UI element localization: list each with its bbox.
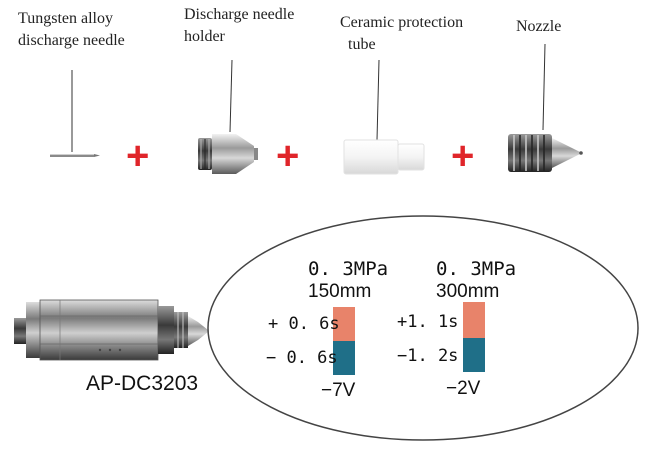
test1-distance: 150mm bbox=[308, 281, 372, 302]
ion-gun-icon bbox=[14, 299, 208, 361]
test2-distance: 300mm bbox=[436, 281, 500, 302]
test2-negative-time: −1. 2s bbox=[397, 346, 459, 366]
part-label-tube: Ceramic protection tube bbox=[340, 14, 464, 53]
needle-icon bbox=[50, 154, 100, 157]
positive-bar-1 bbox=[333, 307, 355, 341]
ceramic-tube-icon bbox=[343, 139, 425, 175]
leader-line-holder bbox=[229, 59, 233, 133]
needle-holder-icon bbox=[198, 134, 258, 174]
positive-bar-2 bbox=[463, 302, 485, 338]
part-label-nozzle: Nozzle bbox=[516, 18, 562, 35]
test2-pressure: 0. 3MPa bbox=[436, 258, 517, 280]
plus-sign-3: + bbox=[451, 134, 475, 178]
test1-pressure: 0. 3MPa bbox=[308, 258, 389, 280]
negative-bar-2 bbox=[463, 338, 485, 372]
test1-voltage: −7V bbox=[321, 380, 356, 401]
negative-bar-1 bbox=[333, 341, 355, 375]
test1-negative-time: − 0. 6s bbox=[266, 348, 338, 368]
test2-positive-time: +1. 1s bbox=[397, 312, 459, 332]
part-label-holder: Discharge needle holder bbox=[184, 6, 295, 45]
leader-line-nozzle bbox=[542, 43, 546, 131]
plus-sign-2: + bbox=[276, 134, 300, 178]
leader-line-tube bbox=[376, 59, 380, 141]
results-ellipse bbox=[207, 215, 639, 441]
test1-positive-time: + 0. 6s bbox=[268, 314, 340, 334]
plus-sign-1: + bbox=[126, 134, 150, 178]
part-label-needle: Tungsten alloy discharge needle bbox=[18, 10, 125, 49]
model-label: AP-DC3203 bbox=[86, 372, 199, 395]
test2-voltage: −2V bbox=[446, 378, 481, 399]
nozzle-icon bbox=[508, 134, 583, 172]
